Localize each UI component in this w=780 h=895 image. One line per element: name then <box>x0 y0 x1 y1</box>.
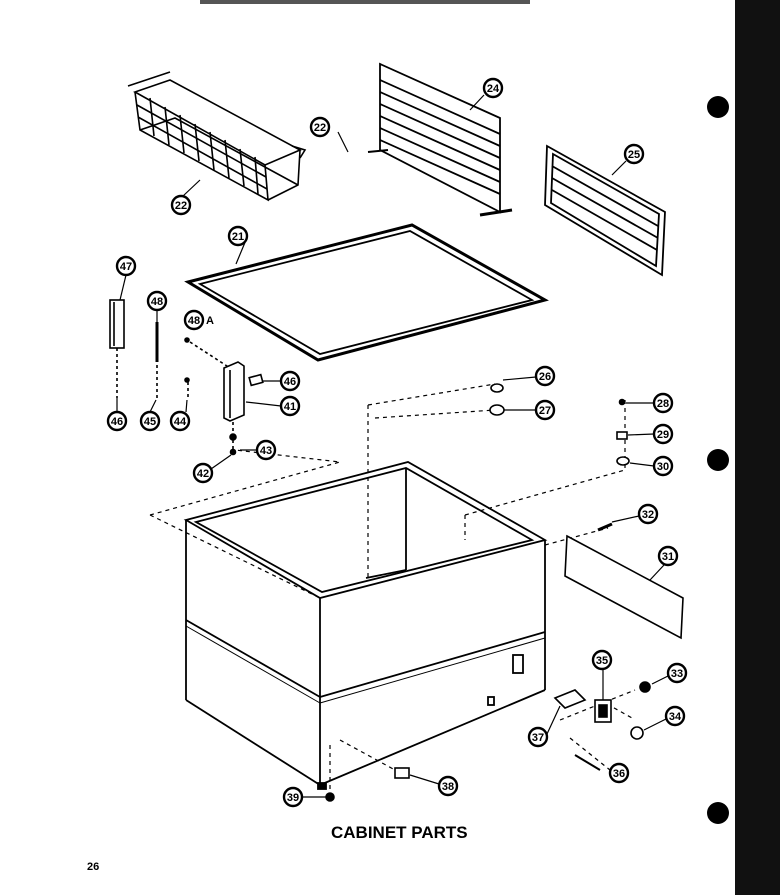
svg-text:A: A <box>206 315 214 327</box>
callout-41: 41 <box>279 395 301 417</box>
callout-35: 35 <box>591 649 613 671</box>
svg-text:28: 28 <box>657 398 669 410</box>
svg-text:48: 48 <box>188 315 200 327</box>
svg-text:24: 24 <box>487 83 500 95</box>
svg-text:34: 34 <box>669 711 682 723</box>
callout-26: 26 <box>534 365 556 387</box>
svg-text:26: 26 <box>539 371 551 383</box>
callout-43: 43 <box>255 439 277 461</box>
callout-38: 38 <box>437 775 459 797</box>
svg-text:42: 42 <box>197 468 209 480</box>
svg-text:29: 29 <box>657 429 669 441</box>
callout-39: 39 <box>282 786 304 808</box>
callout-25: 25 <box>623 143 645 165</box>
callout-42: 42 <box>192 462 214 484</box>
scan-top-edge <box>200 0 530 4</box>
svg-text:22: 22 <box>175 200 187 212</box>
callout-ticks <box>116 274 669 798</box>
callout-45: 45 <box>139 410 161 432</box>
svg-text:25: 25 <box>628 149 640 161</box>
callout-48: 48 <box>146 290 168 312</box>
diagram-title: CABINET PARTS <box>331 823 468 842</box>
svg-text:47: 47 <box>120 261 132 273</box>
wire-basket <box>127 71 307 202</box>
callout-leaders <box>182 94 665 581</box>
divider-panel <box>367 62 513 217</box>
binding-edge <box>735 0 780 895</box>
callout-46-lower: 46 <box>106 410 128 432</box>
callout-31: 31 <box>657 545 679 567</box>
punch-hole-top <box>707 96 729 118</box>
callout-22-divider-pin: 22 <box>309 116 331 138</box>
svg-text:43: 43 <box>260 445 272 457</box>
svg-text:31: 31 <box>662 551 674 563</box>
callout-30: 30 <box>652 455 674 477</box>
svg-text:45: 45 <box>144 416 156 428</box>
cabinet-body <box>183 461 548 790</box>
callout-44: 44 <box>169 410 191 432</box>
svg-text:27: 27 <box>539 405 551 417</box>
svg-text:21: 21 <box>232 231 244 243</box>
callout-22-basket: 22 <box>170 194 192 216</box>
callout-47: 47 <box>115 255 137 277</box>
svg-text:30: 30 <box>657 461 669 473</box>
callout-37: 37 <box>527 726 549 748</box>
punch-hole-bottom <box>707 802 729 824</box>
assembly-leader-lines <box>149 383 636 795</box>
svg-text:36: 36 <box>613 768 625 780</box>
svg-text:41: 41 <box>284 401 296 413</box>
callout-27: 27 <box>534 399 556 421</box>
svg-text:35: 35 <box>596 655 608 667</box>
callout-29: 29 <box>652 423 674 445</box>
svg-text:32: 32 <box>642 509 654 521</box>
svg-text:48: 48 <box>151 296 163 308</box>
svg-text:44: 44 <box>174 416 187 428</box>
svg-text:37: 37 <box>532 732 544 744</box>
punch-hole-middle <box>707 449 729 471</box>
rear-panel <box>544 144 666 277</box>
callout-33: 33 <box>666 662 688 684</box>
lid-gasket <box>184 223 549 362</box>
hinge-parts <box>109 299 264 456</box>
callout-21: 21 <box>227 225 249 247</box>
callout-34: 34 <box>664 705 686 727</box>
svg-text:39: 39 <box>287 792 299 804</box>
callout-46-upper: 46 <box>279 370 301 392</box>
svg-text:38: 38 <box>442 781 454 793</box>
callout-36: 36 <box>608 762 630 784</box>
callout-32: 32 <box>637 503 659 525</box>
callout-24: 24 <box>482 77 504 99</box>
svg-text:46: 46 <box>111 416 123 428</box>
right-hardware <box>325 383 684 802</box>
callout-28: 28 <box>652 392 674 414</box>
page-number: 26 <box>87 861 99 873</box>
svg-text:46: 46 <box>284 376 296 388</box>
svg-text:22: 22 <box>314 122 326 134</box>
callout-48a: 48 A <box>183 309 214 331</box>
svg-text:33: 33 <box>671 668 683 680</box>
